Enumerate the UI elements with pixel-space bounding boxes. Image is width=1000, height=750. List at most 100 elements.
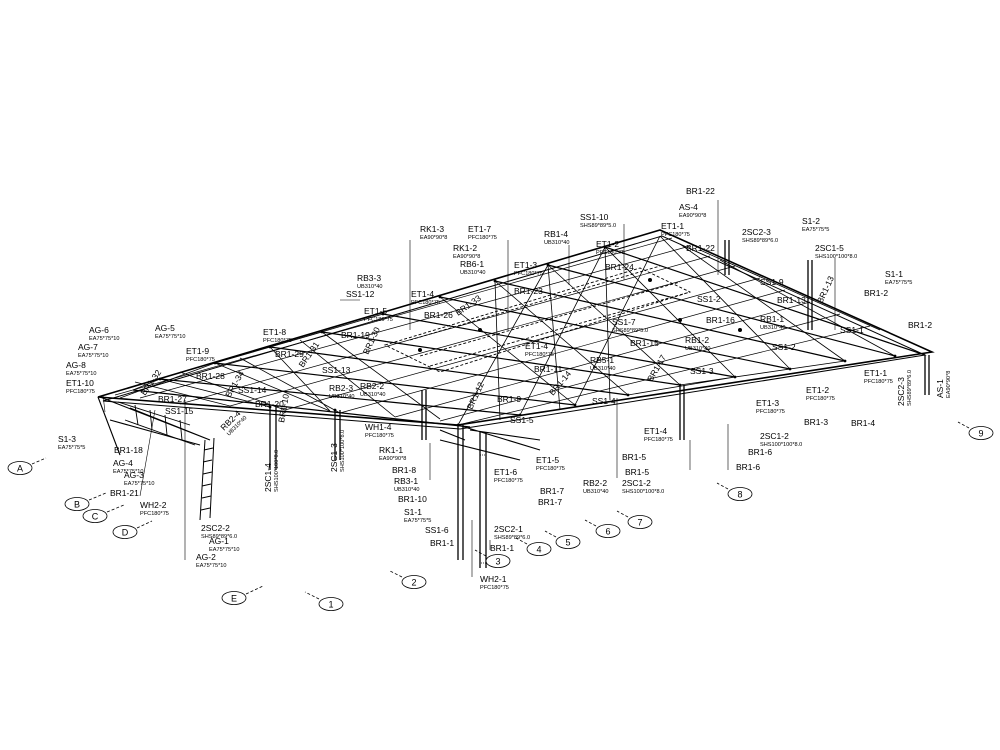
member-mark: ET1-7	[468, 224, 491, 234]
member-mark: 2SC1-2	[622, 478, 651, 488]
member-label-ss1-15: SS1-15	[165, 406, 194, 416]
grid-label-2: 2	[411, 578, 416, 588]
member-mark: BR1-22	[686, 243, 715, 253]
member-label-br1-12: BR1-12	[465, 380, 486, 411]
member-mark: ET1-1	[661, 221, 684, 231]
member-section: EA75*75*5	[58, 445, 85, 451]
member-mark: ET1-3	[514, 260, 537, 270]
member-mark: S1-2	[802, 216, 820, 226]
bracing-left	[119, 313, 441, 420]
member-mark: RB2-2	[583, 478, 607, 488]
member-mark: ET1-5	[364, 306, 387, 316]
member-mark: SS1-1	[840, 325, 864, 335]
member-section: EA90*90*8	[379, 456, 406, 462]
member-section: PFC180*75	[644, 437, 673, 443]
grid-label-C: C	[92, 512, 99, 522]
member-label-br1-23: BR1-23	[514, 286, 543, 296]
member-mark: S1-3	[58, 434, 76, 444]
member-mark: BR1-7	[540, 486, 564, 496]
member-section: EA75*75*10	[78, 353, 108, 359]
member-mark: ET1-8	[263, 327, 286, 337]
member-label-br1-5b: BR1-5	[625, 467, 649, 477]
member-label-br1-17: BR1-17	[645, 353, 668, 383]
grid-bubble-A: A	[7, 457, 47, 475]
member-section: SHS100*100*8.0	[760, 442, 802, 448]
roof-outline	[97, 229, 935, 426]
member-label-ss1-14: SS1-14	[238, 385, 267, 395]
member-mark: RB1-2	[685, 335, 709, 345]
member-mark: 2SC2-1	[494, 524, 523, 534]
grid-bubble-4: 4	[515, 537, 552, 556]
grid-bubble-D: D	[112, 520, 153, 539]
member-label-ss1-12: SS1-12	[346, 289, 375, 299]
member-mark: BR1-21	[110, 488, 139, 498]
member-label-br1-29: BR1-29	[275, 349, 304, 359]
grid-label-8: 8	[737, 490, 742, 500]
member-mark: SS1-6	[425, 525, 449, 535]
member-mark: SS1-10	[580, 212, 609, 222]
member-label-ss1-1: SS1-1	[840, 325, 864, 335]
member-label-br1-13v: BR1-13	[815, 274, 836, 305]
grid-label-7: 7	[637, 518, 642, 528]
member-section: SHS100*100*8.0	[622, 489, 664, 495]
member-mark: ET1-10	[66, 378, 94, 388]
member-mark: BR1-10	[276, 393, 291, 423]
member-label-br1-1a: BR1-1	[430, 538, 454, 548]
member-mark: RK1-1	[379, 445, 403, 455]
member-mark: SS1-7	[612, 317, 636, 327]
member-mark: SS1-13	[322, 365, 351, 375]
grid-label-3: 3	[495, 557, 500, 567]
member-section: UB310*40	[357, 284, 383, 290]
member-section: EA75*75*10	[209, 547, 239, 553]
member-mark: RB3-1	[394, 476, 418, 486]
member-mark: RK1-3	[420, 224, 444, 234]
member-mark: BR1-12	[465, 380, 486, 411]
member-mark: ET1-1	[864, 368, 887, 378]
member-mark: RK1-2	[453, 243, 477, 253]
member-section: SHS89*89*5.0	[580, 223, 616, 229]
member-label-ss1-3: SS1-3	[690, 366, 714, 376]
member-section: PFC180*75	[514, 271, 543, 277]
member-mark: SS1-2	[772, 342, 796, 352]
member-label-ss1-5: SS1-5	[510, 415, 534, 425]
member-mark: BR1-2	[864, 288, 888, 298]
member-section: PFC180*75	[536, 466, 565, 472]
member-section: PFC180*75	[806, 396, 835, 402]
member-mark: BR1-11	[534, 364, 562, 374]
member-mark: WH2-2	[140, 500, 167, 510]
member-label-br1-9: BR1-9	[497, 394, 521, 404]
stair-left	[117, 401, 196, 446]
member-mark: BR1-6	[736, 462, 760, 472]
member-section: SHS89*89*6.0	[742, 238, 778, 244]
member-label-br1-6: BR1-6	[748, 447, 772, 457]
member-mark: AS-1	[935, 379, 945, 398]
grid-label-1: 1	[328, 600, 333, 610]
member-label-br1-24: BR1-24	[605, 262, 634, 272]
member-label-br1-22b: BR1-22	[686, 243, 715, 253]
member-mark: 2SC1-5	[815, 243, 844, 253]
member-section: EA75*75*5	[885, 280, 912, 286]
member-label-br1-19: BR1-19	[341, 330, 370, 340]
member-label-br1-27: BR1-27	[158, 394, 187, 404]
member-mark: SS1-12	[346, 289, 375, 299]
member-label-ss1-4: SS1-4	[592, 396, 616, 406]
member-mark: RB5-1	[590, 355, 614, 365]
grid-label-A: A	[17, 464, 23, 474]
member-mark: BR1-2	[908, 320, 932, 330]
